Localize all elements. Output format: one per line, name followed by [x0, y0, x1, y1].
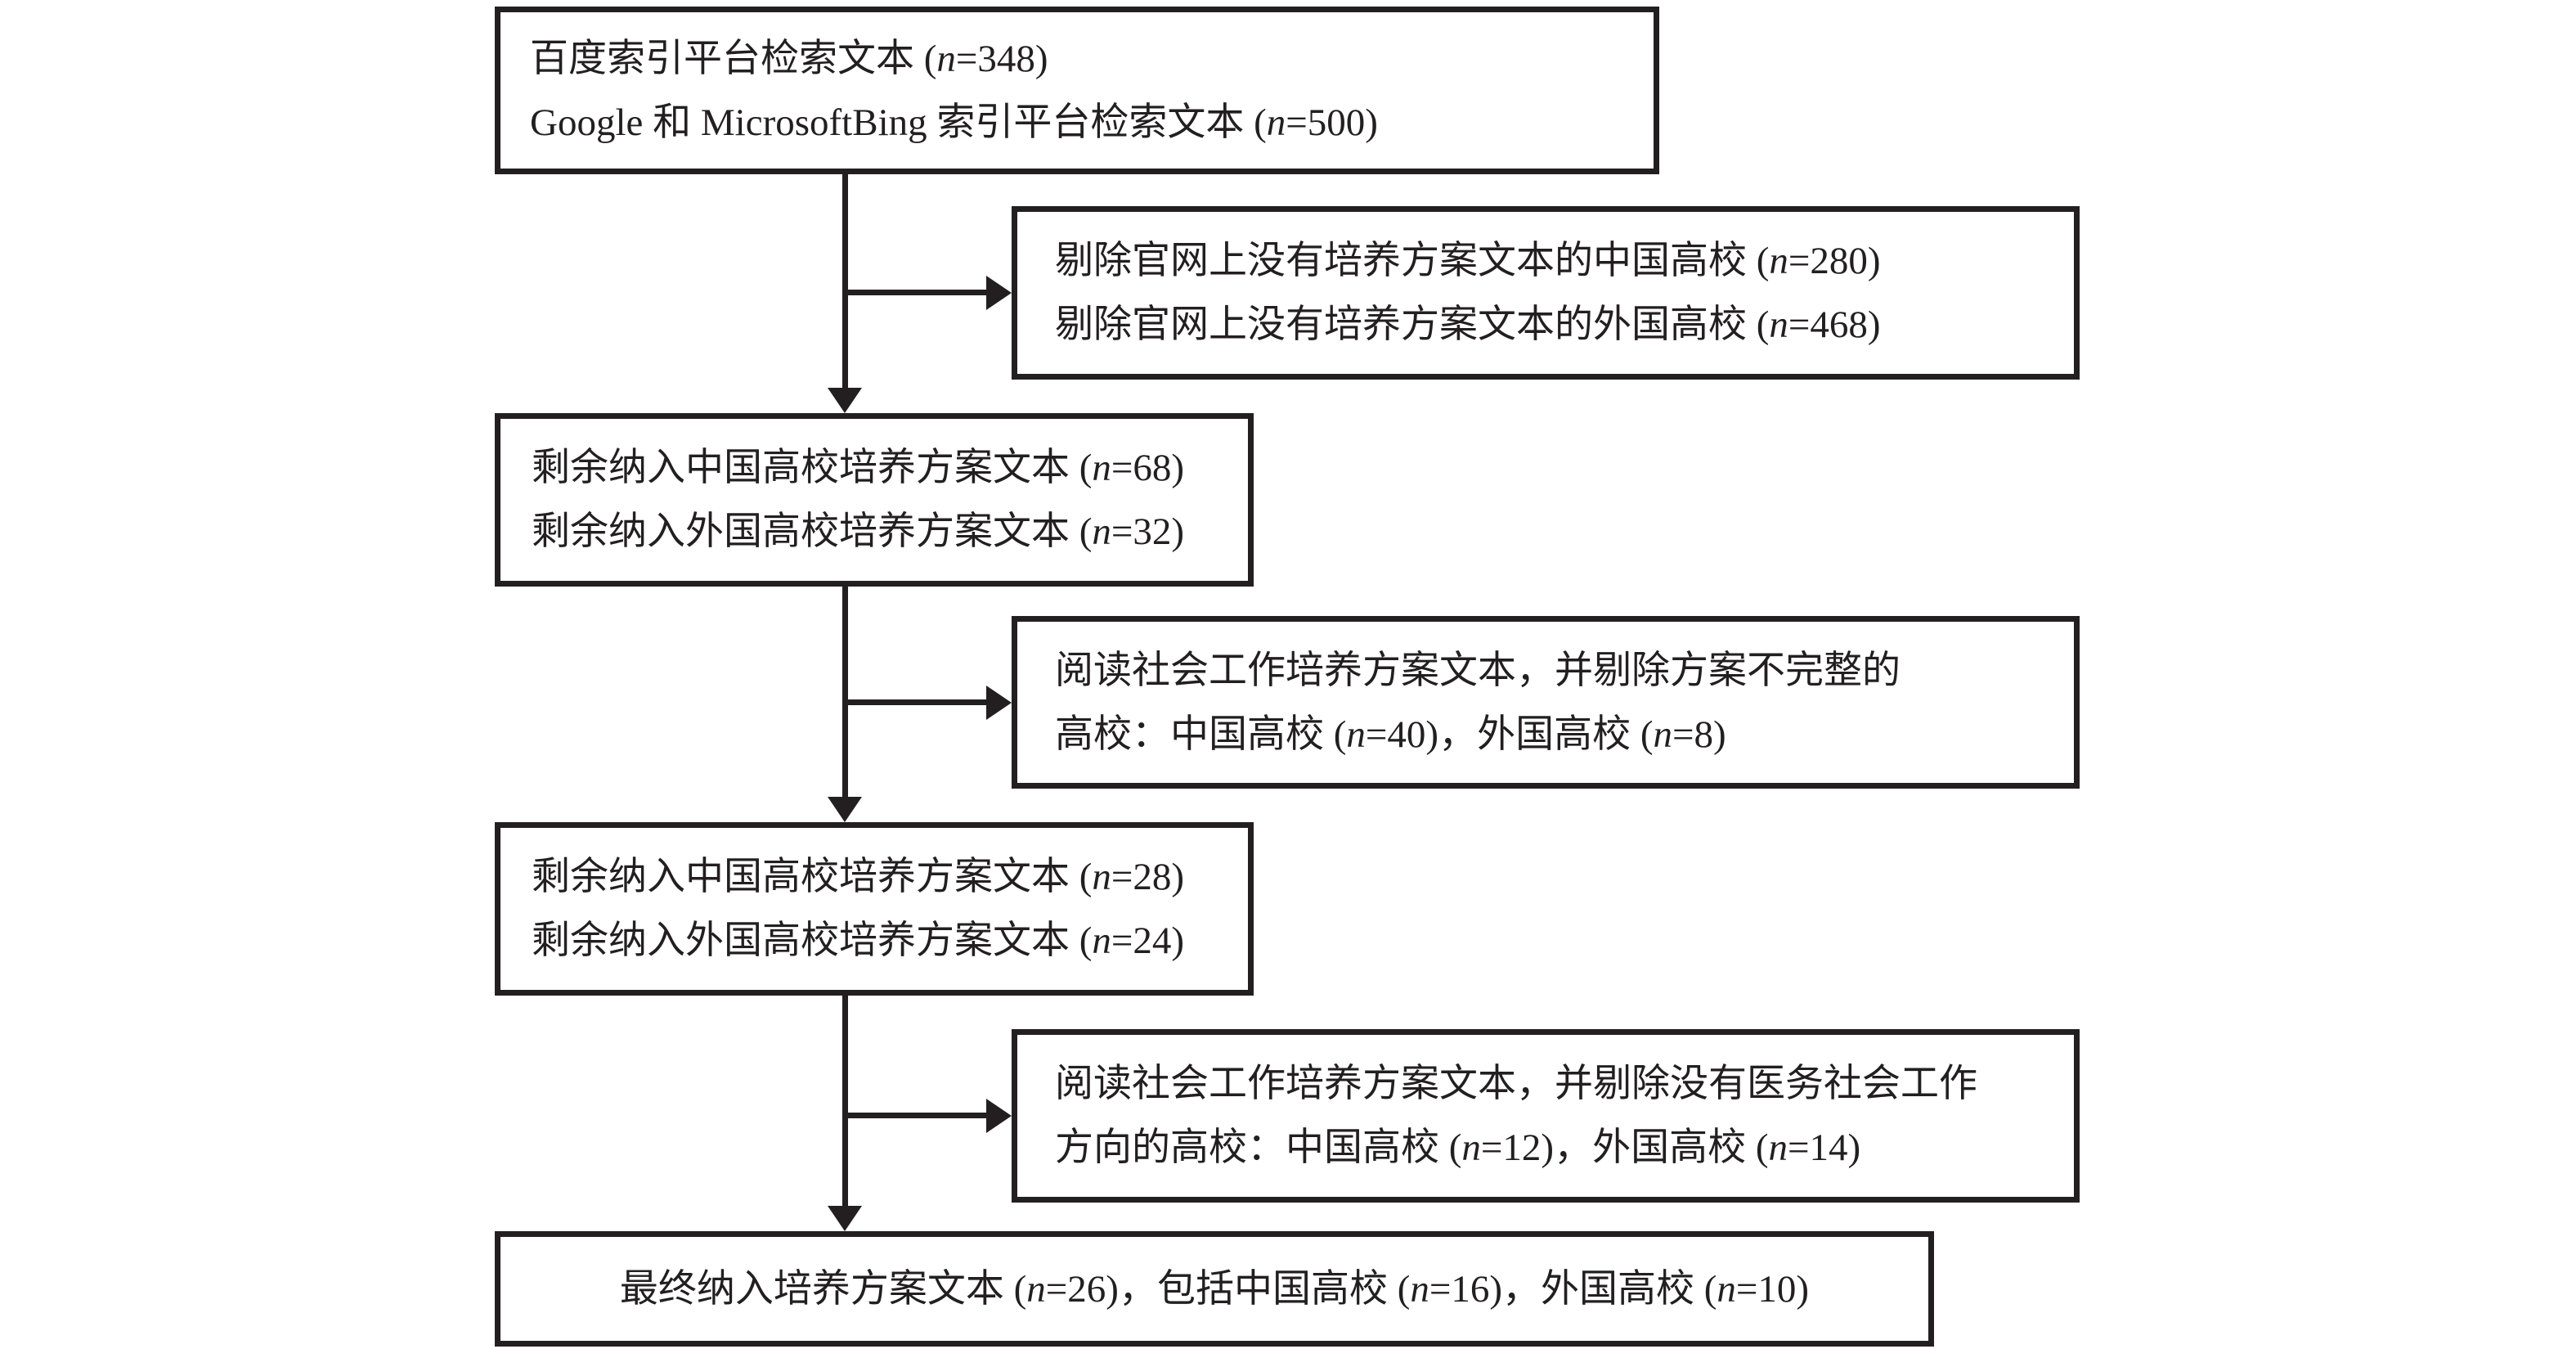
- branch-line-2: [842, 699, 987, 705]
- flow-box-final-included: 最终纳入培养方案文本 (n=26)，包括中国高校 (n=16)，外国高校 (n=…: [495, 1231, 1934, 1347]
- flow-box-remaining-1-line-2: 剩余纳入外国高校培养方案文本 (n=32): [532, 510, 1185, 553]
- flow-box-excluded-no-msw-line-1: 阅读社会工作培养方案文本，并剔除没有医务社会工作: [1055, 1063, 1977, 1105]
- connector-line-2: [842, 587, 848, 799]
- flow-box-sources: 百度索引平台检索文本 (n=348) Google 和 MicrosoftBin…: [495, 7, 1659, 174]
- flow-box-remaining-2-line-1: 剩余纳入中国高校培养方案文本 (n=28): [532, 856, 1185, 898]
- arrowhead-right-2-icon: [986, 686, 1012, 720]
- flow-box-remaining-1: 剩余纳入中国高校培养方案文本 (n=68) 剩余纳入外国高校培养方案文本 (n=…: [495, 413, 1254, 587]
- arrowhead-right-1-icon: [986, 276, 1012, 310]
- flow-box-excluded-no-msw-line-2: 方向的高校：中国高校 (n=12)，外国高校 (n=14): [1055, 1126, 1861, 1169]
- flow-box-excluded-incomplete-line-2: 高校：中国高校 (n=40)，外国高校 (n=8): [1055, 713, 1726, 756]
- flow-box-remaining-2-line-2: 剩余纳入外国高校培养方案文本 (n=24): [532, 920, 1185, 962]
- flow-box-excluded-incomplete-line-1: 阅读社会工作培养方案文本，并剔除方案不完整的: [1055, 649, 1901, 692]
- connector-line-3: [842, 996, 848, 1208]
- flow-box-remaining-2: 剩余纳入中国高校培养方案文本 (n=28) 剩余纳入外国高校培养方案文本 (n=…: [495, 822, 1254, 996]
- arrowhead-down-3-icon: [828, 1206, 862, 1231]
- arrowhead-down-1-icon: [828, 388, 862, 413]
- flow-box-final-included-line-1: 最终纳入培养方案文本 (n=26)，包括中国高校 (n=16)，外国高校 (n=…: [619, 1267, 1810, 1311]
- arrowhead-right-3-icon: [986, 1099, 1012, 1133]
- flow-box-sources-line-1: 百度索引平台检索文本 (n=348): [530, 37, 1048, 80]
- flow-box-remaining-1-line-1: 剩余纳入中国高校培养方案文本 (n=68): [532, 447, 1185, 489]
- flow-box-excluded-no-msw: 阅读社会工作培养方案文本，并剔除没有医务社会工作 方向的高校：中国高校 (n=1…: [1012, 1029, 2080, 1203]
- flow-box-excluded-no-plan-line-1: 剔除官网上没有培养方案文本的中国高校 (n=280): [1055, 240, 1881, 282]
- flow-box-excluded-no-plan-line-2: 剔除官网上没有培养方案文本的外国高校 (n=468): [1055, 304, 1881, 346]
- branch-line-3: [842, 1113, 987, 1118]
- branch-line-1: [842, 290, 987, 295]
- flow-box-excluded-no-plan: 剔除官网上没有培养方案文本的中国高校 (n=280) 剔除官网上没有培养方案文本…: [1012, 206, 2080, 380]
- connector-line-1: [842, 173, 848, 391]
- flow-box-sources-line-2: Google 和 MicrosoftBing 索引平台检索文本 (n=500): [530, 101, 1378, 144]
- flow-box-excluded-incomplete: 阅读社会工作培养方案文本，并剔除方案不完整的 高校：中国高校 (n=40)，外国…: [1012, 616, 2080, 789]
- arrowhead-down-2-icon: [828, 797, 862, 822]
